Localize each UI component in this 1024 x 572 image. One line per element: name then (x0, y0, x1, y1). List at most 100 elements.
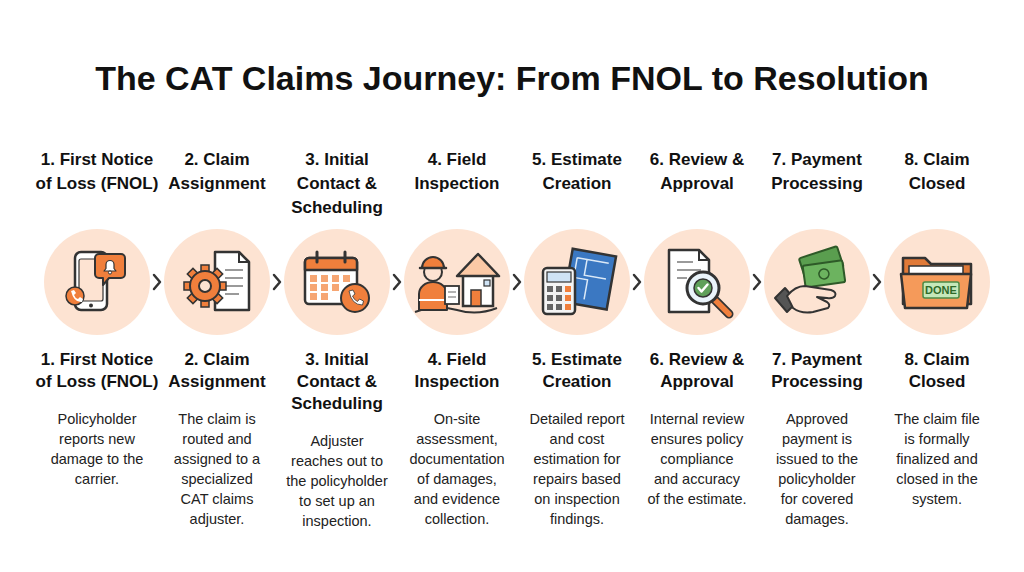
step-circle (884, 229, 990, 335)
step-outline (284, 229, 390, 335)
calendar-icon-part (305, 258, 357, 270)
process-step: 7. Payment Processing7. Payment Processi… (764, 229, 870, 335)
blueprint-calculator-icon-part (563, 249, 616, 310)
inspector-house-icon-part (463, 274, 493, 306)
blueprint-calculator-icon-part (543, 268, 575, 314)
step-heading: 5. Estimate Creation (515, 148, 640, 196)
process-step: 8. Claim Closed8. Claim ClosedThe claim … (884, 229, 990, 335)
blueprint-calculator-icon-part (556, 304, 562, 310)
money-hand-icon-part (775, 288, 797, 312)
step-text-stack: 3. Initial Contact & SchedulingAdjuster … (275, 349, 400, 531)
step-outline (44, 229, 150, 335)
process-step: 2. Claim Assignment2. Claim AssignmentTh… (164, 229, 270, 335)
step-circle (524, 229, 630, 335)
inspector-house-icon (415, 254, 499, 313)
calendar-icon-part (341, 284, 369, 312)
process-step: 6. Review & Approval6. Review & Approval… (644, 229, 750, 335)
flow-chevron (514, 275, 520, 289)
step-circle (764, 229, 870, 335)
calendar-icon-part (310, 293, 317, 300)
step-description: On-site assessment, documentation of dam… (407, 409, 507, 529)
phone-icon-part (108, 271, 111, 274)
process-step: 1. First Notice of Loss (FNOL)1. First N… (44, 229, 150, 335)
step-heading: 7. Payment Processing (755, 148, 880, 196)
money-hand-icon-part-part (799, 246, 844, 279)
process-step: 3. Initial Contact & Scheduling3. Initia… (284, 229, 390, 335)
inspector-house-icon-part (424, 263, 442, 281)
money-hand-icon-part (787, 286, 836, 313)
flow-chevron (634, 275, 640, 289)
gear-document-icon-part (239, 252, 249, 262)
calendar-icon-part (321, 275, 328, 282)
inspector-house-icon-part (448, 292, 456, 297)
document-check-icon-part (677, 262, 701, 278)
step-heading: 5. Estimate Creation (515, 349, 640, 393)
inspector-house-icon-part (419, 299, 447, 301)
blueprint-calculator-icon-part (547, 272, 571, 282)
money-hand-icon-part (799, 246, 844, 279)
blueprint-calculator-icon-part (547, 295, 553, 301)
folder-icon-part (923, 282, 959, 298)
phone-icon-part (89, 304, 93, 308)
step-heading: 1. First Notice of Loss (FNOL) (35, 148, 160, 196)
phone-icon-part (95, 254, 125, 285)
gear-document-icon-part-part (187, 292, 199, 304)
document-check-icon (669, 250, 729, 314)
calendar-icon (305, 252, 369, 312)
calendar-icon-part (343, 275, 350, 282)
step-description: The claim file is formally finalized and… (889, 409, 986, 509)
inspector-house-icon-part (420, 267, 446, 270)
process-step: 4. Field Inspection4. Field InspectionOn… (404, 229, 510, 335)
calendar-icon-part (321, 293, 328, 300)
step-description: Adjuster reaches out to the policyholder… (285, 431, 390, 531)
inspector-house-icon-part (419, 282, 447, 310)
step-description: Detailed report and cost estimation for … (527, 409, 627, 529)
folder-icon (901, 258, 971, 308)
step-outline (884, 229, 990, 335)
phone-icon-part (104, 261, 116, 272)
step-outline (164, 229, 270, 335)
gear-document-icon-part-part (201, 265, 209, 274)
gear-document-icon-part-part (217, 282, 226, 290)
step-text-stack: 4. Field InspectionOn-site assessment, d… (395, 349, 520, 529)
step-heading: 1. First Notice of Loss (FNOL) (35, 349, 160, 393)
step-text-stack: 8. Claim ClosedThe claim file is formall… (875, 349, 1000, 509)
calendar-icon-part (310, 284, 317, 291)
step-heading: 6. Review & Approval (635, 148, 760, 196)
calendar-icon-part (332, 275, 339, 282)
step-description: The claim is routed and assigned to a sp… (169, 409, 266, 529)
phone-icon (66, 252, 125, 310)
step-description: Policyholder reports new damage to the c… (49, 409, 146, 489)
step-circle (644, 229, 750, 335)
inspector-house-icon-part (445, 286, 459, 304)
blueprint-calculator-icon (543, 249, 616, 314)
document-check-icon-part (713, 298, 729, 314)
folder-icon-part (901, 274, 971, 308)
step-text-stack: 1. First Notice of Loss (FNOL) Policyhold… (35, 349, 160, 489)
step-heading: 8. Claim Closed (875, 349, 1000, 393)
money-hand-icon-part-part (803, 260, 846, 287)
gear-document-icon-part-part (190, 271, 220, 301)
gear-document-icon-part-part (201, 298, 209, 307)
flow-chevron (394, 275, 400, 289)
flow-chevron (754, 275, 760, 289)
step-outline (524, 229, 630, 335)
phone-icon-part (79, 259, 103, 301)
step-text-stack: 7. Payment ProcessingApproved payment is… (755, 349, 880, 529)
blueprint-calculator-icon-part-part (570, 258, 608, 303)
document-check-icon-part (699, 250, 709, 260)
document-check-icon-part (669, 250, 709, 312)
step-heading: 8. Claim Closed (875, 148, 1000, 196)
phone-icon-part (75, 252, 107, 310)
phone-icon-part (66, 287, 84, 305)
calendar-icon-part (310, 275, 317, 282)
inspector-house-icon-part (457, 254, 499, 276)
blueprint-calculator-icon-part (565, 295, 571, 301)
gear-document-icon-part-part (184, 282, 193, 290)
step-heading: 7. Payment Processing (755, 349, 880, 393)
document-check-icon-part (694, 279, 712, 297)
process-step: 5. Estimate Creation5. Estimate Creation… (524, 229, 630, 335)
gear-document-icon (184, 252, 249, 310)
money-hand-icon-part (803, 260, 846, 287)
gear-document-icon-part (225, 270, 243, 294)
